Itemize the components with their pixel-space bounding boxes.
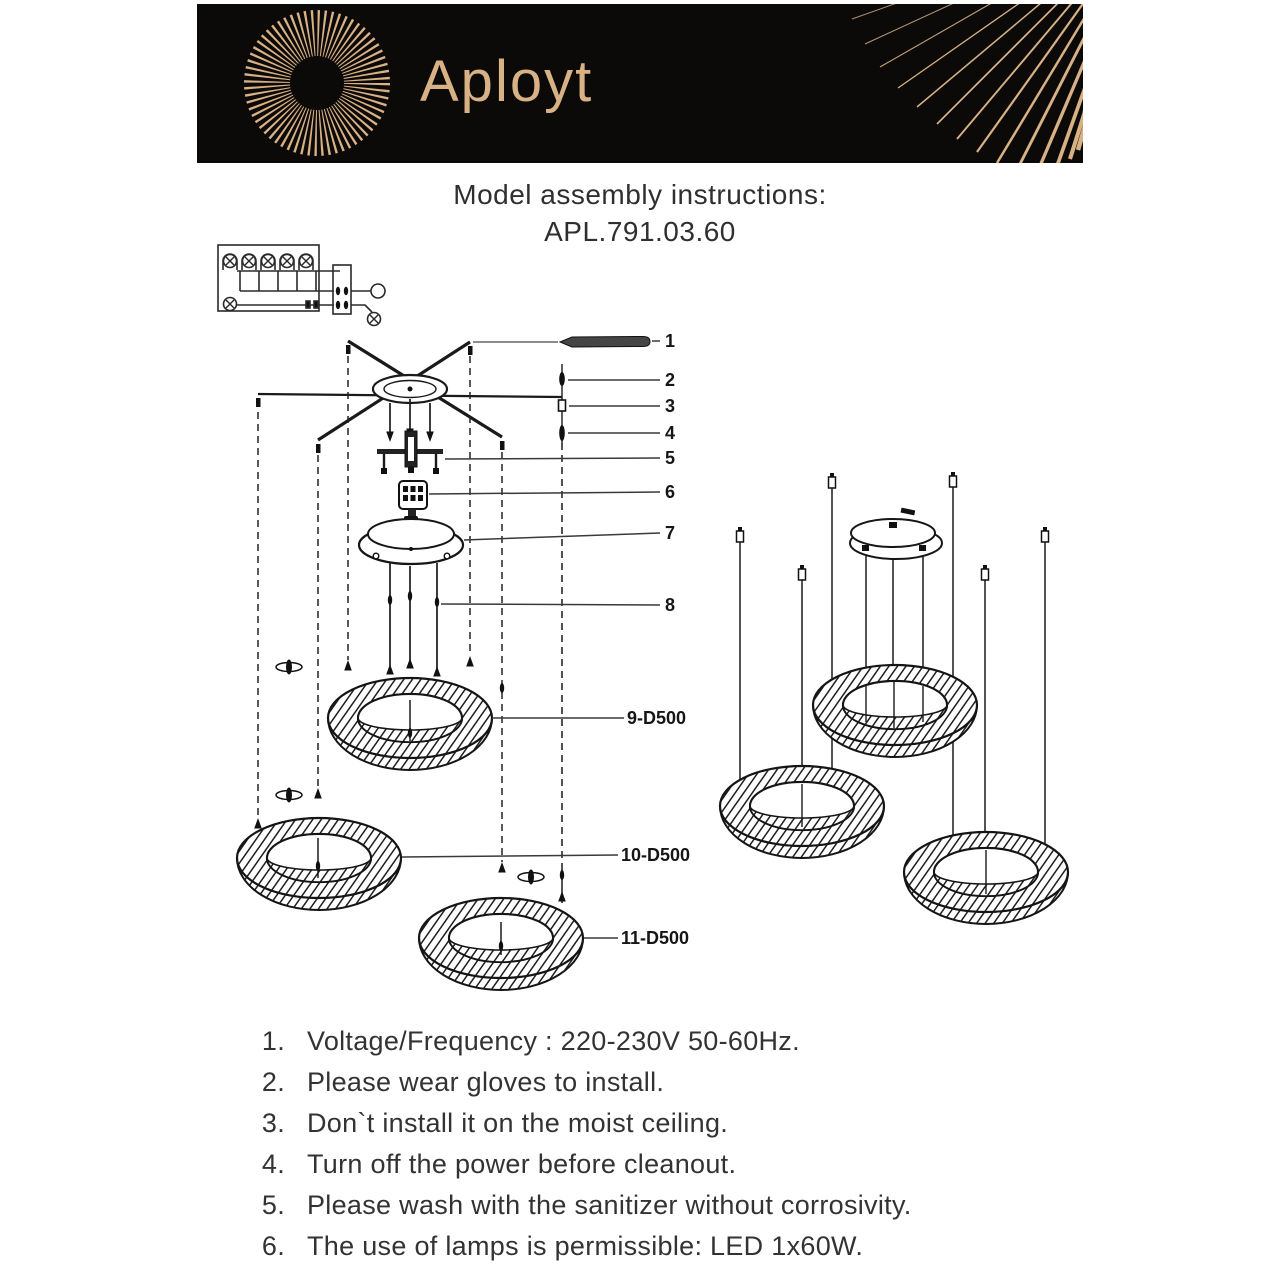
cable-hanger-icon <box>735 526 745 543</box>
ring-label-9: 9-D500 <box>627 708 686 728</box>
list-item: 6. The use of lamps is permissible: LED … <box>249 1231 1079 1262</box>
assembled-ring-top <box>811 663 979 759</box>
pencil-part <box>558 335 651 348</box>
item-text: Voltage/Frequency : 220-230V 50-60Hz. <box>307 1026 800 1056</box>
assembly-diagram: 1 2 3 4 5 6 7 8 9-D5 <box>217 244 1070 992</box>
item-number: 3. <box>261 1108 285 1138</box>
part-label-4: 4 <box>665 423 675 443</box>
list-item: 3. Don`t install it on the moist ceiling… <box>249 1108 1079 1139</box>
item-text: Don`t install it on the moist ceiling. <box>307 1108 729 1138</box>
mounting-bracket <box>377 430 443 474</box>
hub <box>371 373 449 405</box>
part-label-6: 6 <box>665 482 675 502</box>
item-text: Turn off the power before cleanout. <box>307 1149 737 1179</box>
item-number: 6. <box>261 1231 285 1261</box>
assembled-view <box>718 471 1070 926</box>
list-item: 2. Please wear gloves to install. <box>249 1067 1079 1098</box>
item-number: 2. <box>261 1067 285 1097</box>
ceiling-canopy <box>357 516 465 566</box>
item-text: The use of lamps is permissible: LED 1x6… <box>307 1231 864 1261</box>
item-number: 4. <box>261 1149 285 1179</box>
instructions-list: 1. Voltage/Frequency : 220-230V 50-60Hz.… <box>249 1026 1079 1272</box>
list-item: 4. Turn off the power before cleanout. <box>249 1149 1079 1180</box>
part-label-7: 7 <box>665 523 675 543</box>
ring-label-11: 11-D500 <box>621 928 689 948</box>
part-label-2: 2 <box>665 370 675 390</box>
header-banner: Aployt <box>197 4 1083 163</box>
connector-block <box>398 480 428 521</box>
model-number: APL.791.03.60 <box>544 216 736 247</box>
page-title: Model assembly instructions: <box>453 179 827 210</box>
part-label-1: 1 <box>665 331 675 351</box>
ring-label-10: 10-D500 <box>621 845 690 865</box>
item-text: Please wear gloves to install. <box>307 1067 665 1097</box>
list-item: 5. Please wash with the sanitizer withou… <box>249 1190 1079 1221</box>
part-label-3: 3 <box>665 396 675 416</box>
part-label-5: 5 <box>665 448 675 468</box>
assembled-canopy <box>849 507 943 560</box>
brand-name: Aployt <box>420 49 593 114</box>
title-block: Model assembly instructions: APL.791.03.… <box>0 176 1280 250</box>
item-text: Please wash with the sanitizer without c… <box>307 1190 912 1220</box>
wingnut-icon <box>275 658 303 676</box>
item-number: 1. <box>261 1026 285 1056</box>
part-label-8: 8 <box>665 595 675 615</box>
banner-graphics: Aployt <box>244 4 1083 163</box>
item-number: 5. <box>261 1190 285 1220</box>
wiring-diagram <box>217 244 386 327</box>
sunburst-logo-icon <box>244 10 390 156</box>
exploded-view: 1 2 3 4 5 6 7 8 9-D5 <box>235 331 690 992</box>
fan-rays-decoration <box>851 4 1083 163</box>
list-item: 1. Voltage/Frequency : 220-230V 50-60Hz. <box>249 1026 1079 1057</box>
